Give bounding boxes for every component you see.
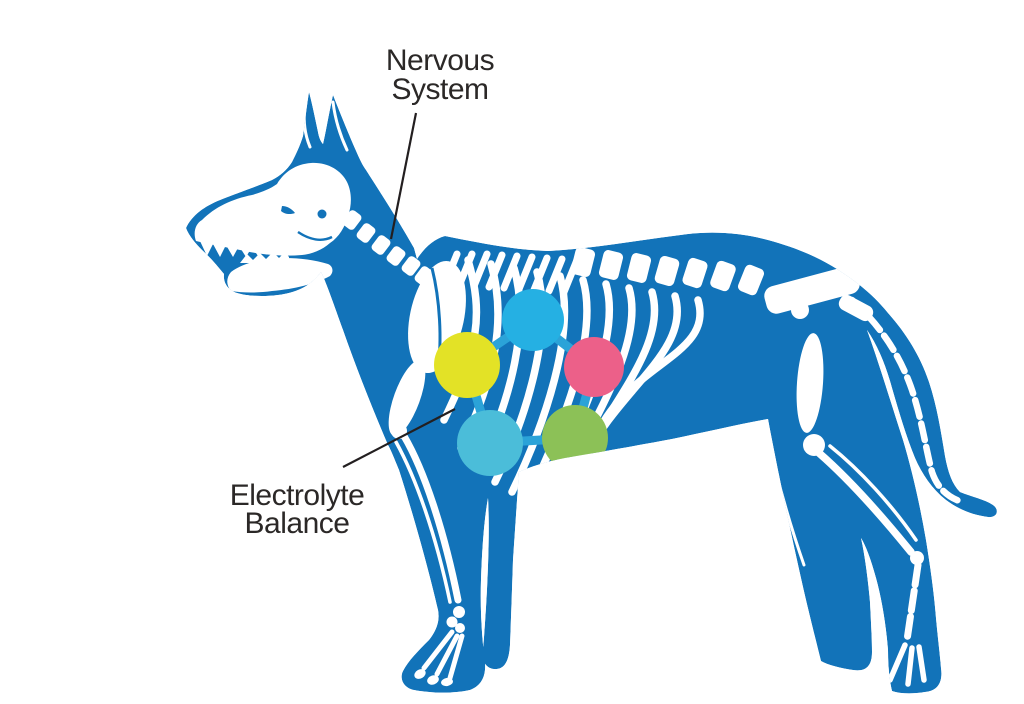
humerus: [388, 360, 426, 436]
face-details: [281, 206, 327, 219]
hock-joint: [910, 551, 924, 565]
leader-lines: [342, 112, 456, 468]
spine-process: [500, 252, 521, 292]
metacarpal: [447, 633, 465, 681]
ulna: [394, 440, 452, 604]
upper-teeth: [200, 241, 272, 257]
tail-vertebrae-line: [848, 296, 966, 506]
cheek-line: [297, 230, 333, 241]
nervous-system-leader-line: [389, 112, 418, 240]
lumbar-vertebrae: [570, 247, 765, 296]
electrolyte-balance-label-line1: Electrolyte: [230, 479, 365, 512]
back-ear-line: [331, 100, 349, 152]
nervous-system-label-line2: System: [391, 73, 488, 106]
spine-process: [440, 250, 461, 290]
skull: [194, 162, 351, 256]
node-circle-top-blue: [502, 289, 564, 351]
spine-process: [545, 255, 566, 295]
lower-teeth: [240, 252, 289, 263]
lower-jaw: [227, 258, 333, 293]
node-circle-bottom-teal: [457, 410, 523, 476]
rib: [508, 272, 569, 496]
node-circle-bottom-green: [542, 405, 608, 471]
tibia: [815, 449, 915, 556]
node-circle-right-pink: [564, 337, 624, 397]
rib: [594, 296, 704, 436]
hindleg-bones: [815, 444, 927, 687]
eye: [281, 206, 295, 215]
cervical-vertebrae: [342, 210, 434, 286]
femur: [796, 333, 824, 433]
electrolyte-balance-label-line2: Balance: [245, 507, 350, 540]
electrolyte-balance-leader-line: [342, 408, 456, 468]
fibula: [828, 444, 918, 542]
node-circle-left-yellow: [434, 332, 500, 398]
metacarpal: [434, 633, 460, 677]
foreleg-bones: [394, 432, 465, 681]
annotation-labels: Nervous System Electrolyte Balance: [230, 44, 495, 540]
radius: [400, 432, 462, 604]
hind-toe: [905, 645, 915, 687]
metacarpal: [421, 629, 455, 671]
hind-cannon: [903, 561, 922, 644]
carpal-bones: [414, 606, 465, 687]
ear-hole: [317, 209, 327, 219]
nervous-system-label-line1: Nervous: [386, 44, 494, 77]
hind-toe: [916, 644, 927, 683]
hind-toe: [887, 642, 908, 683]
skeleton-group: [194, 100, 966, 687]
